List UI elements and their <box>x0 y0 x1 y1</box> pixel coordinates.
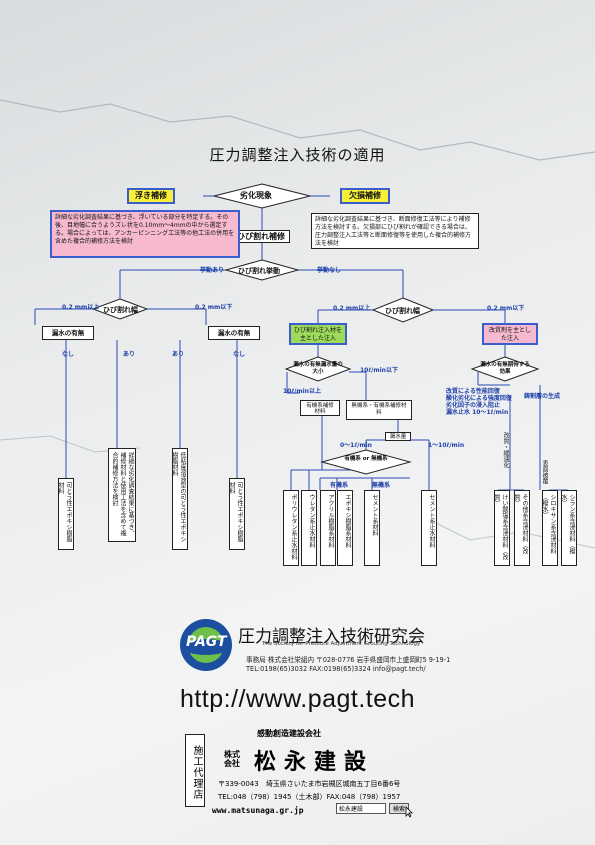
material-col: セメント系材料 <box>364 490 380 566</box>
search-button[interactable]: 検索 <box>389 803 409 814</box>
label-lv-2: 1〜10ℓ/min <box>428 442 465 449</box>
company-type: 株式会社 <box>224 750 240 768</box>
organic-water-box: 有機系補修材料 <box>300 400 340 416</box>
diamond-leak-amount-label: 漏水の有無漏水量の大小 <box>293 362 343 375</box>
diamond-crack-move-label: ひび割れ挙動 <box>238 267 280 275</box>
diamond-org-or-inorg <box>320 449 412 475</box>
material-col: 可とう性エポキシ樹脂材料 <box>58 478 74 550</box>
diamond-width-left-label: ひび割れ幅 <box>103 306 138 314</box>
cursor-icon <box>405 806 413 818</box>
diamond-crack-move <box>224 259 300 281</box>
label-lv-1: 0〜1ℓ/min <box>340 442 372 449</box>
label-move-yes: 挙動あり <box>200 267 225 274</box>
diamond-leak-amount <box>284 356 352 382</box>
material-col: けい酸塩系含浸材料（改質） <box>494 490 510 566</box>
material-col: その他系含浸材料（改質） <box>514 490 530 566</box>
label-none-2: なし <box>233 351 246 358</box>
page-title: 圧力調整注入技術の適用 <box>209 146 386 164</box>
agent-label: 施工代理店 <box>185 734 205 807</box>
company-tel: TEL:048（798）1945（土木部）FAX:048（798）1957 <box>218 793 401 801</box>
label-w-left-up: 0.2 mm以上 <box>62 304 100 311</box>
diamond-root <box>213 183 311 209</box>
pagt-logo <box>180 619 232 671</box>
leak-box-a: 漏水の有無 <box>42 326 94 340</box>
diamond-width-right-label: ひび割れ幅 <box>385 307 420 315</box>
org-address: 事務局 株式会社栄組内 〒028-0776 岩手県盛岡市上盛岡町5 9-19-1 <box>246 656 451 664</box>
search-input[interactable]: 松永建設 <box>336 803 386 814</box>
material-col: アクリル樹脂系材料 <box>320 490 336 566</box>
leak-box-b: 漏水の有無 <box>208 326 260 340</box>
label-none-1: なし <box>62 351 75 358</box>
label-yes-2: あり <box>172 351 185 358</box>
diamond-org-or-inorg-label: 有機系 or 無機系 <box>344 456 388 462</box>
material-col: ウレタン系止水材料 <box>301 490 317 566</box>
crack-repair-box: ひび割れ補修 <box>232 230 290 243</box>
leak-volume-box: 漏水量 <box>385 432 411 441</box>
material-col: ポリウレタン系止水材料 <box>283 490 299 566</box>
label-yes-1: あり <box>123 351 136 358</box>
reform-injection-box: 改質剤を主とした注入 <box>482 323 538 345</box>
defect-note: 詳細な劣化調査結果に基づき、断面修復工法等により補修方法を検討する。欠損部にひび… <box>311 213 479 249</box>
material-col: シラン系含浸材料（撥水） <box>561 490 577 566</box>
org-subtitle: The Society for Pressure Adjustment Grou… <box>262 641 421 647</box>
label-lm-down: 10ℓ/min以下 <box>360 367 398 374</box>
lift-note: 詳細な劣化調査結果に基づき、浮いている部分を特定する。その後、目地幅に合うようズ… <box>50 210 240 258</box>
label-org: 有機系 <box>330 482 349 489</box>
diamond-width-left <box>91 298 149 320</box>
diamond-width-right <box>371 297 435 323</box>
site-url[interactable]: http://www.pagt.tech <box>179 685 416 713</box>
pagt-logo-text: PAGT <box>186 634 227 650</box>
material-col: セメント系止水材料 <box>421 490 437 566</box>
lift-repair-box: 浮き補修 <box>127 188 175 204</box>
inorg-org-box: 無機系・有機系補修材料 <box>346 400 412 420</box>
company-name: 松永建設 <box>254 749 375 775</box>
diamond-leak-effect <box>470 356 540 382</box>
label-w-left-down: 0.2 mm以下 <box>195 304 233 311</box>
material-col: エポキシ樹脂系材料 <box>337 490 353 566</box>
material-col: 可とう性エポキシ樹脂材料 <box>229 478 245 550</box>
label-rust: 鋳割層の生成 <box>524 393 561 400</box>
org-name: 圧力調整注入技術研究会 <box>238 627 425 647</box>
material-col: 低粘度溶液型の可とう性エポキシ樹脂材料 <box>172 448 188 550</box>
label-move-no: 挙動なし <box>317 267 342 274</box>
org-tel: TEL:0198(65)3032 FAX:0198(65)3324 info@p… <box>246 665 426 673</box>
crack-injection-box: ひび割れ注入材を主とした注入 <box>289 323 347 345</box>
diamond-leak-effect-label: 漏水の有無期待する効果 <box>480 362 530 375</box>
company-tagline: 感動創造建設会社 <box>257 729 321 738</box>
label-surface: 表面被覆 <box>541 460 548 484</box>
diamond-root-label: 劣化現象 <box>240 191 272 200</box>
label-effect-list: 改質による性能回復 酸化劣化による強度回復 劣化因子の浸入阻止 漏水止水 10〜… <box>446 388 512 416</box>
label-inorg: 無機系 <box>372 482 391 489</box>
label-perf: 改質・緩速化 <box>502 432 509 468</box>
company-address: 〒339-0043 埼玉県さいたま市岩槻区城南五丁目6番6号 <box>218 780 401 788</box>
company-url[interactable]: www.matsunaga.gr.jp <box>212 806 304 815</box>
defect-repair-box: 欠損補修 <box>340 188 390 204</box>
label-lm-up: 10ℓ/min以上 <box>283 388 321 395</box>
label-w-right-down: 0.2 mm以下 <box>487 305 525 312</box>
material-col: 詳細な劣化調査結果に基づき、補修材料と使用工法を含めて複合的補修方法を検討 <box>108 448 136 542</box>
material-col: シロキサン系含浸材料（撥水） <box>542 490 558 566</box>
label-w-right-up: 0.2 mm以上 <box>333 305 371 312</box>
